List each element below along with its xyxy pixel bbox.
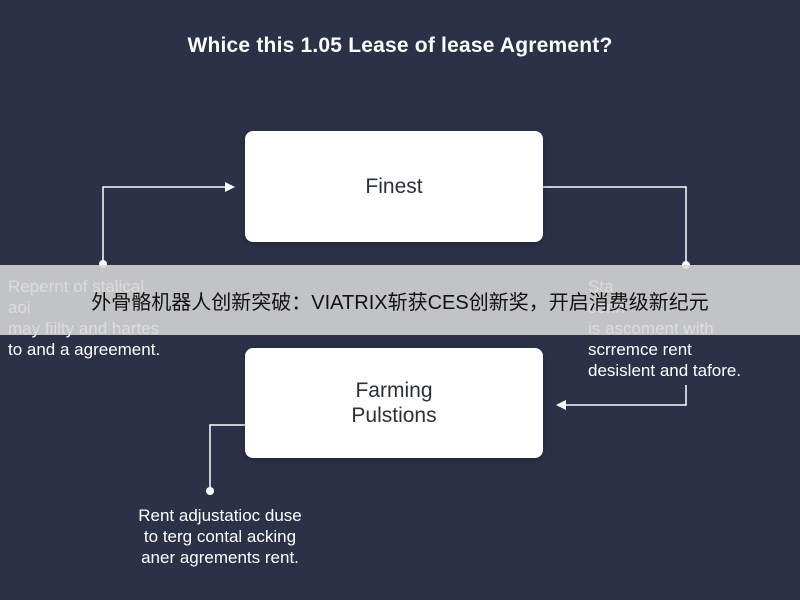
connector-right-to-bottom-box <box>556 385 687 410</box>
connector-top-box-to-right <box>543 186 687 262</box>
top-box: Finest <box>245 131 543 242</box>
connector-dot-bottom <box>206 487 214 495</box>
bottom-box-label: Farming Pulstions <box>351 379 437 427</box>
caption-banner: 外骨骼机器人创新突破：VIATRIX斩获CES创新奖，开启消费级新纪元 <box>0 265 800 335</box>
connector-bottom-box-to-note <box>209 424 245 488</box>
connector-left-to-top-box <box>102 182 235 262</box>
bottom-box: Farming Pulstions <box>245 348 543 458</box>
diagram-title: Whice this 1.05 Lease of lease Agrement? <box>187 34 613 57</box>
top-box-label: Finest <box>365 175 423 198</box>
bottom-note: Rent adjustatioc duse to terg contal ack… <box>138 506 302 567</box>
caption-banner-text: 外骨骼机器人创新突破：VIATRIX斩获CES创新奖，开启消费级新纪元 <box>91 291 709 314</box>
